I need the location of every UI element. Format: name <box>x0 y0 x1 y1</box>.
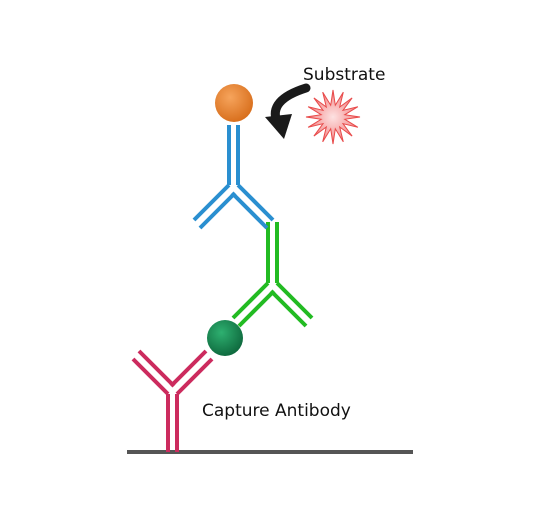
secondary-antibody <box>192 125 275 230</box>
antigen <box>207 320 243 356</box>
primary-antibody <box>231 222 314 328</box>
capture-antibody <box>131 349 214 452</box>
starburst-icon <box>305 89 361 145</box>
enzyme <box>215 84 253 122</box>
substrate-label: Substrate <box>303 65 386 85</box>
curved-arrow-icon <box>265 83 311 139</box>
capture-antibody-label: Capture Antibody <box>202 401 351 421</box>
